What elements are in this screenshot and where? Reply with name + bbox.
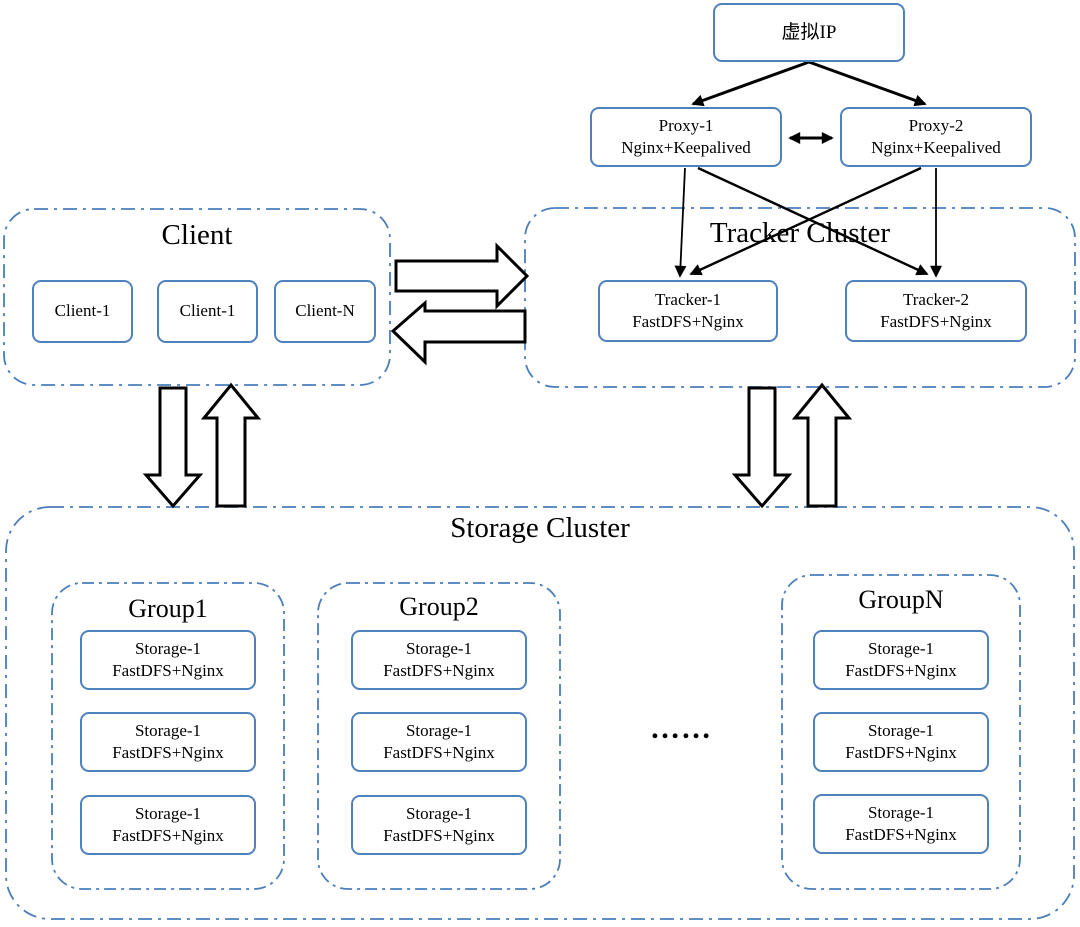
storage-name: Storage-1 xyxy=(405,720,473,740)
virtual-ip-node: 虚拟IP xyxy=(713,3,905,62)
storage-name: Storage-1 xyxy=(867,638,935,658)
proxy1-name: Proxy-1 xyxy=(658,115,714,135)
proxy2-stack: Nginx+Keepalived xyxy=(871,138,1001,157)
storage-name: Storage-1 xyxy=(405,803,473,823)
storage-to-tracker-up-arrow xyxy=(791,382,853,508)
group2-container xyxy=(317,582,561,890)
tracker2-node: Tracker-2 FastDFS+Nginx xyxy=(845,280,1027,342)
storage-stack: FastDFS+Nginx xyxy=(112,661,224,680)
storage-cluster-title: Storage Cluster xyxy=(450,512,630,544)
proxy1-node: Proxy-1 Nginx+Keepalived xyxy=(590,107,782,167)
groupN-storage2-node: Storage-1 FastDFS+Nginx xyxy=(813,712,989,772)
tracker2-name: Tracker-2 xyxy=(902,289,970,309)
storage-stack: FastDFS+Nginx xyxy=(383,743,495,762)
storage-name: Storage-1 xyxy=(867,802,935,822)
storage-stack: FastDFS+Nginx xyxy=(112,743,224,762)
tracker1-stack: FastDFS+Nginx xyxy=(632,312,744,331)
storage-name: Storage-1 xyxy=(134,720,202,740)
tracker-to-storage-down-arrow xyxy=(731,386,793,509)
storage-stack: FastDFS+Nginx xyxy=(383,826,495,845)
storage-stack: FastDFS+Nginx xyxy=(845,661,957,680)
proxy1-stack: Nginx+Keepalived xyxy=(621,138,751,157)
storage-cluster-container xyxy=(5,506,1075,920)
groupN-container xyxy=(781,574,1021,890)
tracker-to-client-block-arrow xyxy=(390,299,527,366)
proxy1-to-tracker2-arrow xyxy=(697,166,929,276)
group1-container xyxy=(51,582,285,890)
client1-node: Client-1 xyxy=(32,280,133,343)
group1-title: Group1 xyxy=(128,594,208,623)
groupN-storage3-node: Storage-1 FastDFS+Nginx xyxy=(813,794,989,854)
groupN-title: GroupN xyxy=(858,585,944,614)
groupN-storage1-node: Storage-1 FastDFS+Nginx xyxy=(813,630,989,690)
tracker1-node: Tracker-1 FastDFS+Nginx xyxy=(598,280,778,342)
more-groups-ellipsis: …… xyxy=(650,712,712,745)
proxy2-node: Proxy-2 Nginx+Keepalived xyxy=(840,107,1032,167)
group1-storage3-node: Storage-1 FastDFS+Nginx xyxy=(80,795,256,855)
storage-stack: FastDFS+Nginx xyxy=(845,825,957,844)
client-cluster-container xyxy=(3,208,391,386)
proxy2-to-tracker1-arrow xyxy=(689,166,922,276)
virtual-ip-label: 虚拟IP xyxy=(781,21,837,43)
client-to-storage-down-arrow xyxy=(142,386,204,509)
storage-name: Storage-1 xyxy=(134,638,202,658)
storage-name: Storage-1 xyxy=(867,720,935,740)
group2-storage2-node: Storage-1 FastDFS+Nginx xyxy=(351,712,527,772)
client2-label: Client-1 xyxy=(179,301,236,321)
storage-stack: FastDFS+Nginx xyxy=(845,743,957,762)
proxy1-to-tracker1-arrow xyxy=(674,167,687,278)
storage-to-client-up-arrow xyxy=(200,382,262,508)
group2-storage1-node: Storage-1 FastDFS+Nginx xyxy=(351,630,527,690)
storage-stack: FastDFS+Nginx xyxy=(383,661,495,680)
client2-node: Client-1 xyxy=(157,280,258,343)
group1-storage2-node: Storage-1 FastDFS+Nginx xyxy=(80,712,256,772)
client3-label: Client-N xyxy=(295,301,355,321)
tracker-cluster-container xyxy=(524,207,1076,388)
group2-title: Group2 xyxy=(399,592,479,621)
storage-name: Storage-1 xyxy=(405,638,473,658)
group2-storage3-node: Storage-1 FastDFS+Nginx xyxy=(351,795,527,855)
storage-stack: FastDFS+Nginx xyxy=(112,826,224,845)
proxy2-name: Proxy-2 xyxy=(908,115,964,135)
vip-to-proxy1-arrow xyxy=(691,60,810,107)
client1-label: Client-1 xyxy=(54,301,111,321)
vip-to-proxy2-arrow xyxy=(808,60,927,107)
tracker-cluster-title: Tracker Cluster xyxy=(709,217,891,249)
storage-name: Storage-1 xyxy=(134,803,202,823)
group1-storage1-node: Storage-1 FastDFS+Nginx xyxy=(80,630,256,690)
tracker2-stack: FastDFS+Nginx xyxy=(880,312,992,331)
tracker1-name: Tracker-1 xyxy=(654,289,722,309)
client-to-tracker-block-arrow xyxy=(394,242,530,310)
client3-node: Client-N xyxy=(274,280,376,343)
client-cluster-title: Client xyxy=(161,219,233,251)
